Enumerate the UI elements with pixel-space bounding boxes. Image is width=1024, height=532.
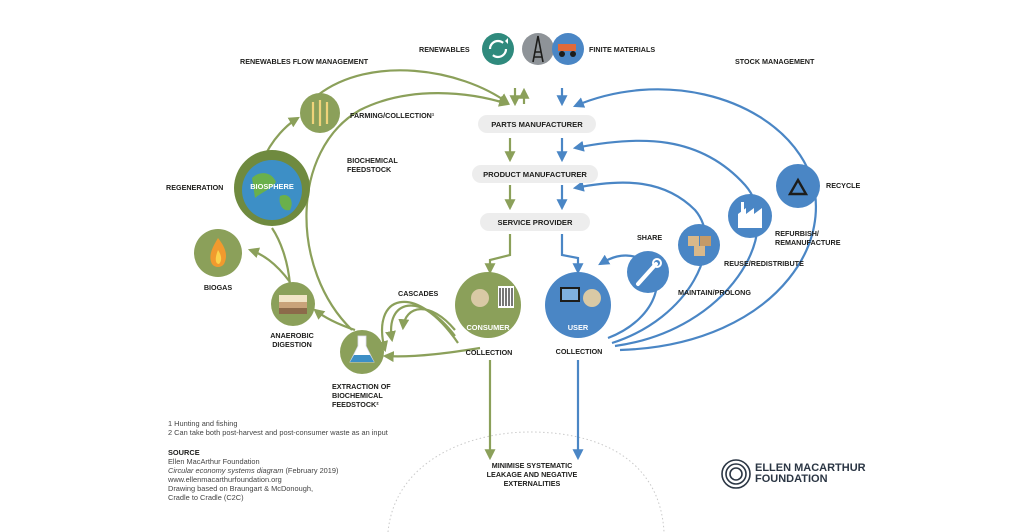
footnote-1: 1 Hunting and fishing	[168, 419, 238, 428]
user-label: USER	[568, 323, 589, 332]
refurbish-label-2: REMANUFACTURE	[775, 238, 841, 247]
green-flows	[247, 69, 530, 461]
cascades-label: CASCADES	[398, 289, 439, 298]
consumer-icon: CONSUMER	[455, 272, 521, 338]
extraction-label-1: EXTRACTION OF	[332, 382, 391, 391]
arrow-farming-to-parts	[317, 69, 510, 105]
source-line-5: Cradle to Cradle (C2C)	[168, 493, 244, 502]
arrow-service-to-user	[560, 234, 584, 275]
footnote-2: 2 Can take both post-harvest and post-co…	[168, 428, 388, 437]
cascade-1	[398, 308, 456, 331]
source-line-1: Ellen MacArthur Foundation	[168, 457, 260, 466]
finite-materials-label: FINITE MATERIALS	[589, 45, 655, 54]
biogas-label: BIOGAS	[204, 283, 233, 292]
anaerobic-label-2: DIGESTION	[272, 340, 312, 349]
source-line-3: www.ellenmacarthurfoundation.org	[168, 475, 282, 484]
arrow-refurbish-loop	[572, 139, 760, 348]
mining-truck-icon	[552, 33, 584, 65]
arrow-to-biogas	[247, 247, 291, 283]
leakage-label-2: LEAKAGE AND NEGATIVE	[487, 470, 578, 479]
parts-manufacturer-label: PARTS MANUFACTURER	[491, 120, 583, 129]
renewables-label: RENEWABLES	[419, 45, 470, 54]
biogas-icon	[194, 229, 242, 277]
renewables-flow-management-label: RENEWABLES FLOW MANAGEMENT	[240, 57, 369, 66]
cascade-2	[385, 304, 456, 343]
leakage-boundary	[387, 431, 665, 532]
cascade-3	[377, 300, 459, 353]
biosphere-globe: BIOSPHERE	[234, 150, 310, 226]
logo-line-1: ELLEN MACARTHUR	[755, 462, 866, 474]
arrow-biosphere-link	[271, 227, 292, 286]
product-manufacturer-label: PRODUCT MANUFACTURER	[483, 170, 587, 179]
source-line-4: Drawing based on Braungart & McDonough,	[168, 484, 314, 493]
wrench-icon	[627, 251, 669, 293]
leakage-label-3: EXTERNALITIES	[504, 479, 561, 488]
consumer-label: CONSUMER	[466, 323, 510, 332]
reuse-redistribute-label: REUSE/REDISTRIBUTE	[724, 259, 804, 268]
anaerobic-icon	[271, 282, 315, 326]
footnotes: 1 Hunting and fishing 2 Can take both po…	[168, 419, 388, 437]
recycle-icon	[776, 164, 820, 208]
source-heading: SOURCE	[168, 448, 200, 457]
biochemical-feedstock-label-2: FEEDSTOCK	[347, 165, 392, 174]
biosphere-label: BIOSPHERE	[250, 182, 294, 191]
arrow-extraction-to-anaerobic	[313, 308, 356, 332]
blue-flows	[556, 88, 817, 461]
regeneration-label: REGENERATION	[166, 183, 223, 192]
source-line-2: Circular economy systems diagram	[168, 466, 284, 475]
biochemical-feedstock-label-1: BIOCHEMICAL	[347, 156, 398, 165]
collection-right-label: COLLECTION	[556, 347, 603, 356]
foundation-logo-text: ELLEN MACARTHUR FOUNDATION	[755, 463, 866, 485]
factory-icon	[728, 194, 772, 238]
share-label: SHARE	[637, 233, 662, 242]
recycle-label: RECYCLE	[826, 181, 861, 190]
flask-icon	[340, 330, 384, 374]
maintain-prolong-label: MAINTAIN/PROLONG	[678, 288, 751, 297]
arrow-feedstock-to-parts	[305, 92, 511, 331]
service-provider-box: SERVICE PROVIDER	[480, 213, 590, 231]
arrow-collection-to-extraction	[382, 346, 481, 363]
source-line-2-suffix: (February 2019)	[283, 466, 339, 475]
parts-manufacturer-box: PARTS MANUFACTURER	[478, 115, 596, 133]
anaerobic-label-1: ANAEROBIC	[270, 331, 314, 340]
extraction-label-2: BIOCHEMICAL	[332, 391, 383, 400]
arrow-reuse-loop	[572, 180, 707, 345]
product-manufacturer-box: PRODUCT MANUFACTURER	[472, 165, 598, 183]
farming-collection-label: FARMING/COLLECTION¹	[350, 111, 435, 120]
source-block: SOURCE Ellen MacArthur Foundation Circul…	[168, 448, 338, 502]
stock-management-label: STOCK MANAGEMENT	[735, 57, 815, 66]
refurbish-label-1: REFURBISH/	[775, 229, 819, 238]
collection-left-label: COLLECTION	[466, 348, 513, 357]
arrow-service-to-consumer	[484, 234, 512, 275]
logo-line-2: FOUNDATION	[755, 473, 828, 485]
user-icon: USER	[545, 272, 611, 338]
oil-derrick-icon	[522, 33, 554, 65]
service-provider-label: SERVICE PROVIDER	[498, 218, 573, 227]
arrow-recycle-loop	[572, 88, 817, 352]
foundation-logo-mark	[721, 459, 751, 489]
leakage-label-1: MINIMISE SYSTEMATIC	[492, 461, 573, 470]
boxes-icon	[678, 224, 720, 266]
extraction-label-3: FEEDSTOCK²	[332, 400, 379, 409]
recycle-arrows-icon	[482, 33, 514, 65]
farming-icon	[300, 93, 340, 133]
